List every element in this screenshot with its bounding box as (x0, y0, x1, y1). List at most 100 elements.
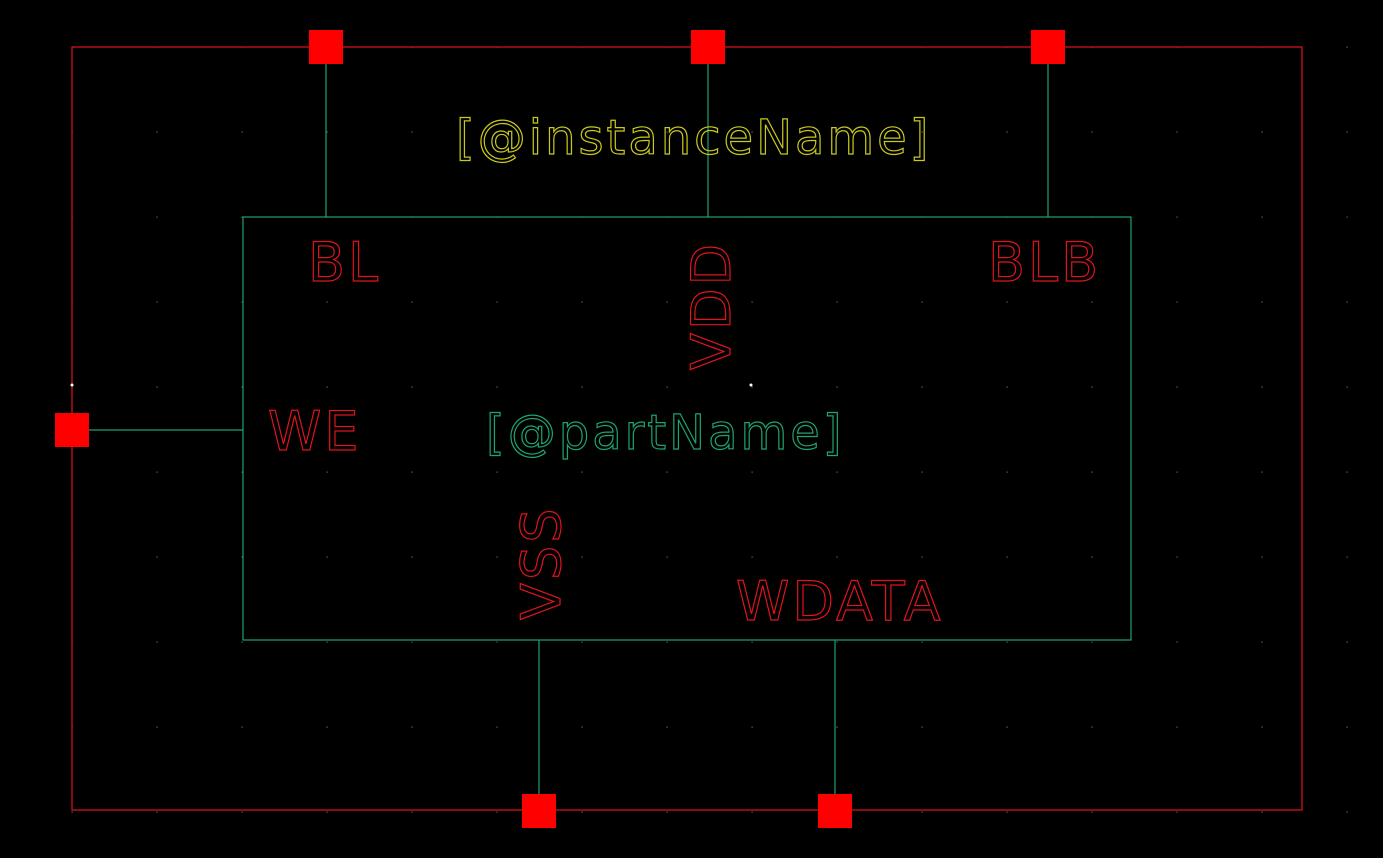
grid-dot (496, 131, 498, 133)
grid-dot (1176, 641, 1178, 643)
grid-dot (921, 726, 923, 728)
vss-pin[interactable] (522, 794, 556, 828)
grid-dot (496, 386, 498, 388)
grid-dot (1091, 726, 1093, 728)
we-pin-label: WE (268, 400, 362, 463)
grid-dot (1176, 811, 1178, 813)
grid-dot (326, 556, 328, 558)
grid-dot (1346, 471, 1348, 473)
grid-dot (156, 216, 158, 218)
wdata-pin[interactable] (818, 794, 852, 828)
grid-dot (1176, 386, 1178, 388)
we-pin[interactable] (55, 413, 89, 447)
grid-dot (1346, 131, 1348, 133)
grid-dot (1091, 301, 1093, 303)
grid-dot (1006, 301, 1008, 303)
grid-dot (921, 471, 923, 473)
grid-dot (496, 301, 498, 303)
grid-dot (1261, 216, 1263, 218)
grid-dot (241, 131, 243, 133)
grid-dot (1261, 386, 1263, 388)
grid-dot (156, 811, 158, 813)
grid-dot (496, 641, 498, 643)
grid-dot (921, 386, 923, 388)
grid-dot (496, 556, 498, 558)
grid-dot (581, 471, 583, 473)
grid-dot (1006, 386, 1008, 388)
grid-dot (581, 386, 583, 388)
grid-dot (241, 556, 243, 558)
grid-dot (1091, 131, 1093, 133)
grid-dot (1176, 471, 1178, 473)
grid-dot (1261, 726, 1263, 728)
grid-dot (1261, 131, 1263, 133)
grid-dot (1176, 556, 1178, 558)
grid-dot (666, 131, 668, 133)
grid-dot (496, 811, 498, 813)
grid-dot (411, 811, 413, 813)
grid-dot (411, 386, 413, 388)
grid-dot (1346, 46, 1348, 48)
grid-dot (751, 556, 753, 558)
grid-dot (1006, 556, 1008, 558)
grid-dot (581, 726, 583, 728)
grid-dot (751, 811, 753, 813)
grid-dot (751, 471, 753, 473)
grid-dot (1091, 641, 1093, 643)
grid-dot (241, 726, 243, 728)
grid-dot (241, 216, 243, 218)
grid-dot (581, 131, 583, 133)
grid-dot (751, 131, 753, 133)
grid-dot (921, 131, 923, 133)
blb-pin-label: BLB (988, 231, 1101, 294)
grid-dot (836, 301, 838, 303)
grid-dot (241, 386, 243, 388)
bl-pin[interactable] (309, 30, 343, 64)
grid-dot (1176, 726, 1178, 728)
grid-dot (1346, 216, 1348, 218)
grid-dot (496, 471, 498, 473)
grid-dot (581, 811, 583, 813)
grid-dot (496, 726, 498, 728)
symbol-body (242, 216, 1132, 641)
grid-dot (1346, 641, 1348, 643)
grid-dot (411, 641, 413, 643)
grid-dot (836, 641, 838, 643)
grid-dot (71, 811, 73, 813)
vdd-pin[interactable] (691, 30, 725, 64)
part-name-label: [@partName] (486, 405, 845, 461)
grid-dot (1176, 131, 1178, 133)
grid-dot (1261, 301, 1263, 303)
grid-dot (241, 471, 243, 473)
grid-dot (751, 726, 753, 728)
grid-dot (581, 301, 583, 303)
grid-dot (666, 641, 668, 643)
grid-dot (1346, 386, 1348, 388)
origin-marker (70, 383, 74, 387)
grid-dot (836, 386, 838, 388)
grid-dot (1091, 811, 1093, 813)
grid-dot (751, 386, 753, 388)
grid-dot (666, 726, 668, 728)
grid-dot (581, 641, 583, 643)
grid-dot (156, 556, 158, 558)
grid-dot (156, 131, 158, 133)
grid-dot (1346, 726, 1348, 728)
blb-pin[interactable] (1031, 30, 1065, 64)
grid-dot (666, 301, 668, 303)
grid-dot (411, 131, 413, 133)
grid-dot (751, 641, 753, 643)
grid-dot (1346, 811, 1348, 813)
grid-dot (1176, 301, 1178, 303)
grid-dot (1091, 471, 1093, 473)
grid-dot (1176, 216, 1178, 218)
grid-dot (1261, 811, 1263, 813)
grid-dot (326, 131, 328, 133)
grid-dot (921, 641, 923, 643)
grid-dot (1006, 811, 1008, 813)
vdd-pin-label: VDD (680, 241, 743, 370)
grid-dot (411, 556, 413, 558)
grid-dot (156, 471, 158, 473)
